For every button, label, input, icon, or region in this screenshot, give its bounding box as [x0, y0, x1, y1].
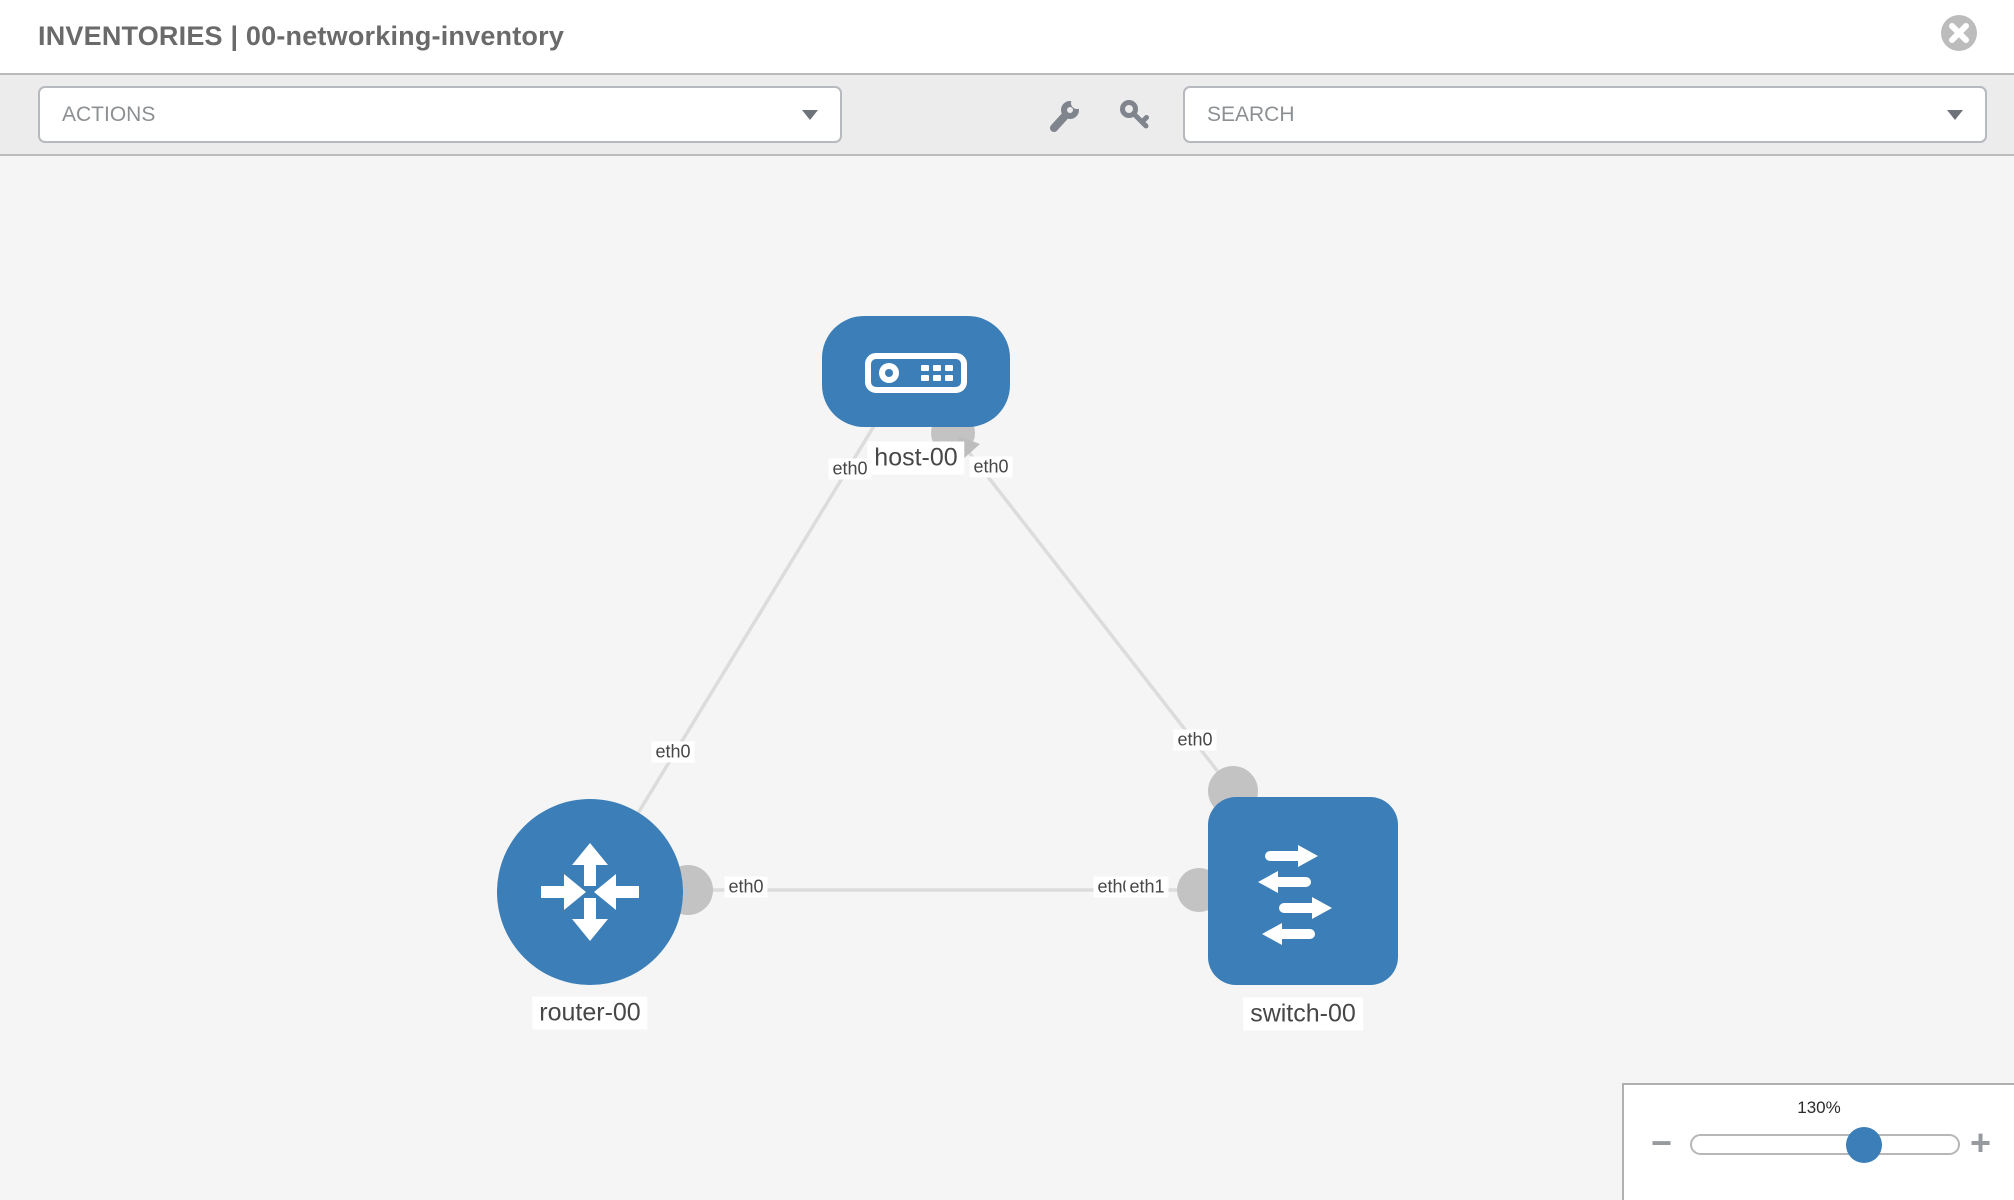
interface-label: eth1	[1125, 876, 1169, 898]
close-button[interactable]	[1940, 14, 1978, 52]
key-icon	[1120, 100, 1149, 129]
chevron-down-icon	[802, 109, 818, 120]
toolbar: ACTIONS SEARCH	[0, 75, 2014, 156]
host-icon	[865, 353, 967, 393]
zoom-in-button[interactable]: +	[1970, 1122, 1992, 1163]
zoom-out-button[interactable]: −	[1651, 1122, 1673, 1163]
search-dropdown[interactable]: SEARCH	[1183, 86, 1987, 143]
zoom-control-panel: 130% − +	[1622, 1083, 2014, 1200]
interface-label: eth0	[651, 741, 695, 763]
topology-canvas[interactable]: eth0 host-00 eth0 eth0 eth0 eth0 eth0 et…	[0, 156, 2014, 1200]
interface-label: eth0	[1173, 729, 1217, 751]
node-switch-00[interactable]	[1208, 797, 1398, 985]
key-tool-button[interactable]	[1118, 99, 1152, 138]
router-icon	[541, 843, 639, 941]
zoom-level-value: 130%	[1797, 1098, 1841, 1117]
close-icon	[1941, 15, 1977, 51]
wrench-icon	[1050, 97, 1083, 132]
switch-icon	[1258, 845, 1332, 945]
node-router-00[interactable]	[497, 799, 683, 985]
search-dropdown-label: SEARCH	[1207, 102, 1295, 126]
wrench-tool-button[interactable]	[1048, 97, 1083, 138]
interface-label: eth0	[724, 876, 768, 898]
page-title: INVENTORIES | 00-networking-inventory	[38, 21, 565, 51]
node-label-router: router-00	[532, 996, 648, 1030]
topology-svg	[497, 316, 1398, 985]
zoom-slider-track[interactable]	[1690, 1134, 1960, 1155]
zoom-slider-thumb[interactable]	[1846, 1127, 1882, 1163]
node-label-host: host-00	[867, 441, 965, 475]
node-host-00[interactable]	[822, 316, 1010, 427]
actions-dropdown-label: ACTIONS	[62, 102, 156, 126]
interface-label: eth0	[969, 456, 1013, 478]
interface-label: eth0	[828, 458, 872, 480]
actions-dropdown[interactable]: ACTIONS	[38, 86, 842, 143]
chevron-down-icon	[1947, 109, 1963, 120]
node-label-switch: switch-00	[1243, 997, 1363, 1031]
header: INVENTORIES | 00-networking-inventory	[0, 0, 2014, 75]
